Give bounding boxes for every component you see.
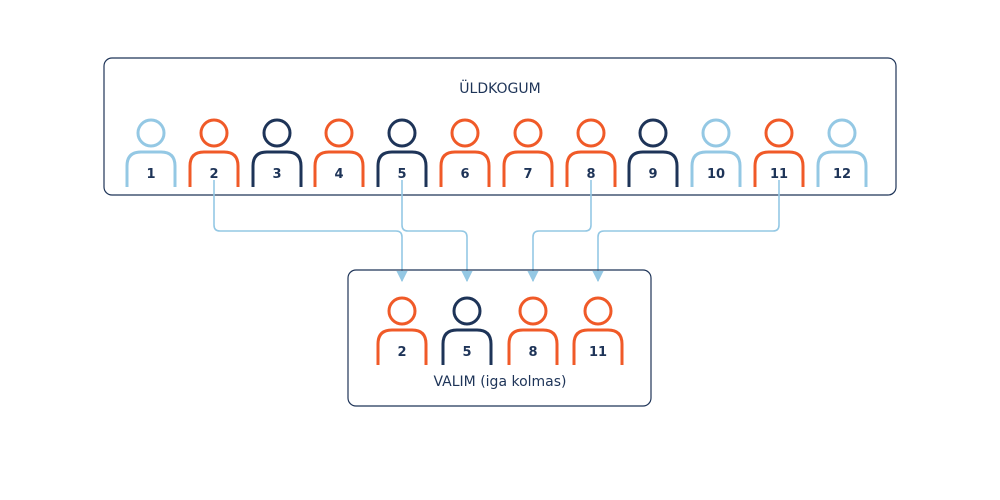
arrow-down-icon [592,180,780,283]
population-person-label: 4 [334,167,343,182]
population-person-8: 8 [565,118,617,187]
person-icon [507,328,559,365]
person-icon [376,150,428,187]
person-icon-head [262,118,292,148]
person-icon-head [387,296,417,326]
person-icon [251,150,303,187]
population-person-11: 11 [753,118,805,187]
person-icon-head [450,118,480,148]
person-icon [816,150,868,187]
arrow-down-icon [401,180,473,283]
sample-person-label: 2 [397,345,406,360]
person-icon [565,150,617,187]
person-icon-head [638,118,668,148]
population-person-label: 8 [586,167,595,182]
population-person-3: 3 [251,118,303,187]
person-icon-head [513,118,543,148]
population-title: ÜLDKOGUM [459,79,540,97]
population-person-label: 11 [770,167,788,182]
person-icon [572,328,624,365]
arrow-down-icon [527,180,592,283]
sample-person-label: 5 [462,345,471,360]
sample-person-8: 8 [507,296,559,365]
population-person-label: 7 [523,167,532,182]
population-person-label: 10 [707,167,725,182]
population-person-label: 2 [209,167,218,182]
person-icon [376,328,428,365]
population-person-label: 1 [146,167,155,182]
person-icon-head [827,118,857,148]
selection-connectors [213,180,780,283]
person-icon-head [387,118,417,148]
population-person-10: 10 [690,118,742,187]
population-person-7: 7 [502,118,554,187]
sample-person-label: 8 [528,345,537,360]
population-box-border [103,57,897,196]
population-person-label: 3 [272,167,281,182]
person-icon-head [583,296,613,326]
person-icon [753,150,805,187]
person-icon-head [701,118,731,148]
person-icon-head [136,118,166,148]
sample-person-11: 11 [572,296,624,365]
sample-box-border [347,269,652,407]
person-icon-head [518,296,548,326]
population-person-label: 5 [397,167,406,182]
person-icon [188,150,240,187]
population-person-label: 6 [460,167,469,182]
person-icon [502,150,554,187]
population-person-1: 1 [125,118,177,187]
person-icon [313,150,365,187]
person-icon [690,150,742,187]
sample-person-5: 5 [441,296,493,365]
person-icon [125,150,177,187]
sample-person-label: 11 [589,345,607,360]
arrow-down-icon [213,180,408,283]
person-icon [441,328,493,365]
sample-box: VALIM (iga kolmas) 2 5 8 11 [347,269,652,407]
person-icon [439,150,491,187]
person-icon-head [452,296,482,326]
person-icon-head [324,118,354,148]
population-person-6: 6 [439,118,491,187]
person-icon-head [199,118,229,148]
person-icon-head [576,118,606,148]
population-person-9: 9 [627,118,679,187]
population-person-5: 5 [376,118,428,187]
sample-members: 2 5 8 11 [376,296,624,365]
population-person-label: 9 [648,167,657,182]
sample-person-2: 2 [376,296,428,365]
population-person-2: 2 [188,118,240,187]
population-person-4: 4 [313,118,365,187]
sample-title: VALIM (iga kolmas) [433,374,566,390]
person-icon [627,150,679,187]
population-person-12: 12 [816,118,868,187]
population-person-label: 12 [833,167,851,182]
person-icon-head [764,118,794,148]
